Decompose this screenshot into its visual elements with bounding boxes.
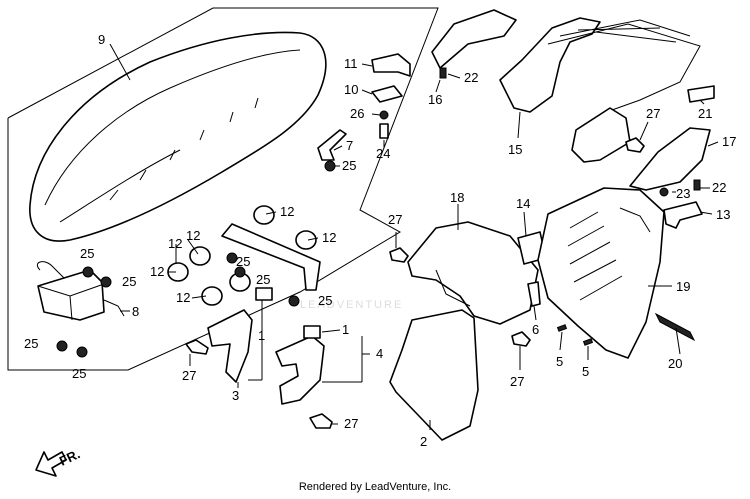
part-27-bolt-a — [185, 339, 209, 355]
front-direction-indicator: FR. — [35, 446, 82, 477]
callout-27-b: 27 — [344, 416, 358, 431]
part-27-bolt-b — [309, 413, 333, 429]
part-16-grab-handle — [431, 9, 517, 69]
callout-15: 15 — [508, 142, 522, 157]
part-25-nut-g — [234, 266, 246, 278]
callout-12-c: 12 — [186, 228, 200, 243]
part-22-screw-a — [439, 67, 447, 79]
callout-25-f: 25 — [236, 254, 250, 269]
part-6-bracket — [527, 281, 541, 307]
part-20-emblem — [654, 312, 696, 342]
callout-22-b: 22 — [712, 180, 726, 195]
part-24-bolt — [379, 123, 389, 139]
callout-24: 24 — [376, 146, 390, 161]
callout-11: 11 — [344, 56, 358, 71]
part-5-clip-b — [582, 338, 594, 346]
callout-8: 8 — [132, 304, 139, 319]
callout-10: 10 — [344, 82, 358, 97]
part-19-rear-cowl — [537, 187, 665, 359]
direction-label: FR. — [57, 446, 82, 468]
callout-25-a: 25 — [342, 158, 356, 173]
callout-9: 9 — [98, 32, 105, 47]
callout-18: 18 — [450, 190, 464, 205]
callout-1-b: 1 — [342, 322, 349, 337]
callout-5-a: 5 — [556, 354, 563, 369]
part-27-bolt-c — [389, 247, 409, 263]
part-4-bracket — [275, 335, 325, 405]
part-18-fender — [407, 221, 539, 325]
part-25-nut-e — [76, 346, 88, 358]
callout-17: 17 — [722, 134, 736, 149]
callout-7: 7 — [346, 138, 353, 153]
callout-25-c: 25 — [122, 274, 136, 289]
part-23-washer — [659, 187, 669, 197]
part-25-nut-b — [82, 266, 94, 278]
part-21-plate — [687, 85, 715, 103]
part-1-grommet-b — [303, 325, 321, 339]
callout-12-b: 12 — [322, 230, 336, 245]
callout-12-e: 12 — [150, 264, 164, 279]
callout-5-b: 5 — [582, 364, 589, 379]
callout-1-a: 1 — [258, 328, 265, 343]
part-8-relay — [36, 261, 125, 321]
part-3-bracket — [207, 309, 253, 383]
seat-rail — [221, 223, 321, 291]
part-11-clip — [371, 53, 411, 77]
callout-20: 20 — [668, 356, 682, 371]
part-7-bracket — [317, 129, 347, 161]
seat-group-outline — [7, 7, 439, 371]
callout-23: 23 — [676, 186, 690, 201]
callout-25-b: 25 — [80, 246, 94, 261]
part-27-bolt-d — [511, 331, 531, 347]
callout-26: 26 — [350, 106, 364, 121]
callout-3: 3 — [232, 388, 239, 403]
part-26-washer — [379, 110, 389, 120]
part-13-latch — [663, 201, 703, 229]
callout-21: 21 — [698, 106, 712, 121]
part-22-screw-b — [693, 179, 701, 191]
callout-27-c: 27 — [388, 212, 402, 227]
part-25-nut-h — [288, 295, 300, 307]
part-25-nut-f — [226, 252, 238, 264]
part-15-carrier — [499, 17, 701, 163]
callout-27-a: 27 — [182, 368, 196, 383]
part-2-inner-fender — [389, 309, 479, 441]
callout-25-d: 25 — [24, 336, 38, 351]
seat — [29, 31, 327, 242]
callouts: 9 11 10 26 24 7 25 25 25 8 25 25 12 12 1… — [24, 32, 736, 449]
part-5-clip-a — [556, 324, 568, 332]
callout-22-a: 22 — [464, 70, 478, 85]
callout-14: 14 — [516, 196, 530, 211]
callout-25-g: 25 — [256, 272, 270, 287]
part-17-side-cover — [629, 127, 711, 191]
callout-27-d: 27 — [510, 374, 524, 389]
footer-credit: Rendered by LeadVenture, Inc. — [298, 481, 452, 493]
callout-6: 6 — [532, 322, 539, 337]
callout-4: 4 — [376, 346, 383, 361]
part-1-grommet-a — [255, 287, 273, 301]
callout-2: 2 — [420, 434, 427, 449]
leader-lines — [109, 43, 719, 430]
callout-12-f: 12 — [176, 290, 190, 305]
callout-25-h: 25 — [318, 293, 332, 308]
callout-13: 13 — [716, 207, 730, 222]
part-10-plate — [371, 85, 403, 103]
callout-27-e: 27 — [646, 106, 660, 121]
part-25-nut-c — [100, 276, 112, 288]
part-25-nut-a — [324, 160, 336, 172]
callout-25-e: 25 — [72, 366, 86, 381]
callout-16: 16 — [428, 92, 442, 107]
part-25-nut-d — [56, 340, 68, 352]
callout-12-a: 12 — [280, 204, 294, 219]
watermark-text: LEADVENTURE — [300, 299, 403, 311]
part-27-bolt-e — [625, 137, 645, 153]
callout-12-d: 12 — [168, 236, 182, 251]
callout-19: 19 — [676, 279, 690, 294]
